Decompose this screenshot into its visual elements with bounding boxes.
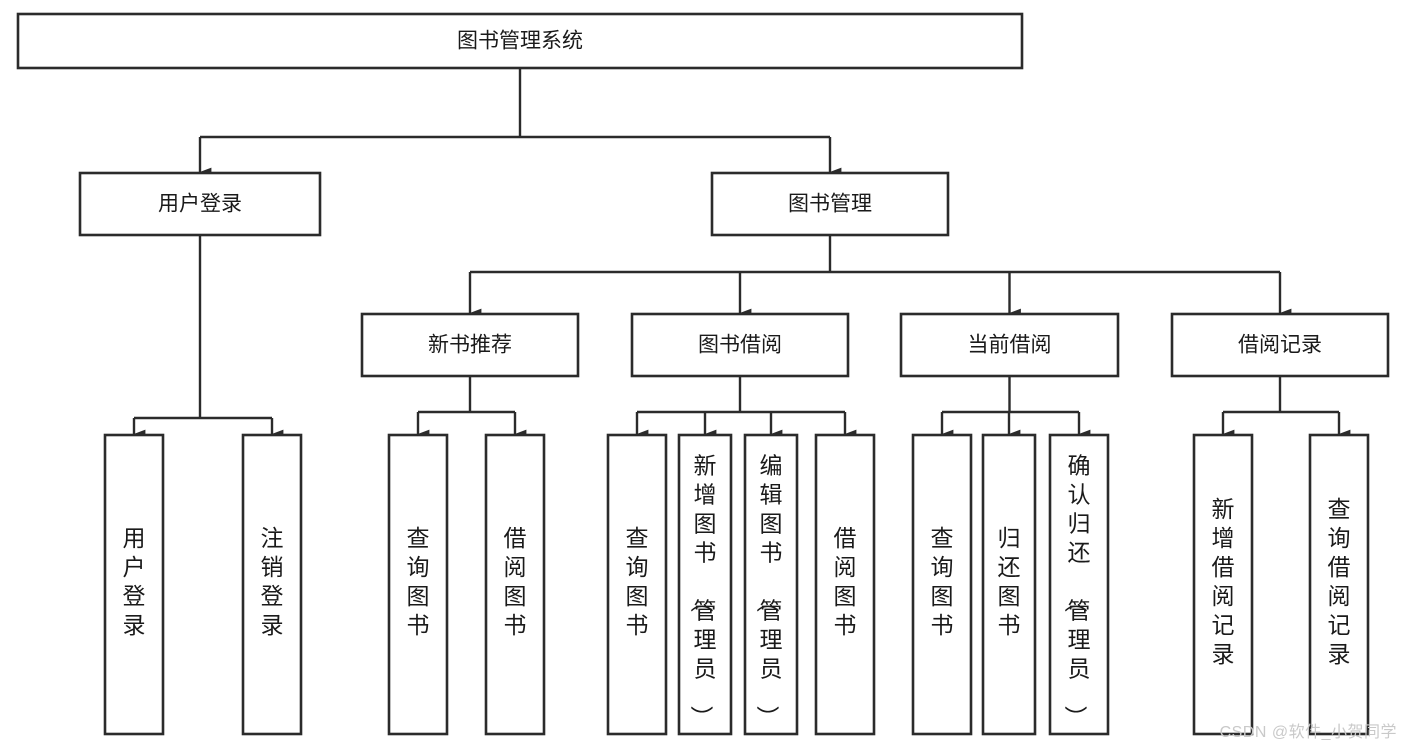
node-leaf-confirm-return-box[interactable]: [1048, 433, 1110, 736]
node-book-borrow[interactable]: 图书借阅: [630, 312, 850, 378]
node-leaf-confirm-return-label: 确认归还（管理员）: [1063, 453, 1091, 729]
node-leaf-query-book-2-box[interactable]: [606, 433, 668, 736]
node-current-borrow-label: 当前借阅: [968, 334, 1052, 357]
node-root-label: 图书管理系统: [457, 30, 583, 53]
node-leaf-query-book-1-box[interactable]: [387, 433, 449, 736]
node-leaf-add-record-box[interactable]: [1192, 433, 1254, 736]
node-leaf-borrow-book-1-label: 借阅图书: [504, 525, 527, 638]
node-new-book-rec[interactable]: 新书推荐: [360, 312, 580, 378]
node-leaf-borrow-book-1-box[interactable]: [484, 433, 546, 736]
node-leaf-add-record[interactable]: 新增借阅记录: [1192, 433, 1254, 736]
node-leaf-query-book-2[interactable]: 查询图书: [606, 433, 668, 736]
node-book-borrow-box[interactable]: [630, 312, 850, 378]
node-borrow-record-label: 借阅记录: [1238, 334, 1322, 357]
node-leaf-borrow-book-2[interactable]: 借阅图书: [814, 433, 876, 736]
node-leaf-edit-book-box[interactable]: [743, 433, 799, 736]
node-leaf-logout-login-label: 注销登录: [261, 525, 284, 638]
node-leaf-edit-book-label: 编辑图书（管理员）: [755, 453, 783, 729]
node-leaf-return-book[interactable]: 归还图书: [981, 433, 1037, 736]
node-leaf-query-record[interactable]: 查询借阅记录: [1308, 433, 1370, 736]
node-new-book-rec-label: 新书推荐: [428, 334, 512, 357]
node-leaf-add-book-label: 新增图书（管理员）: [689, 453, 717, 729]
node-user-login-box[interactable]: [78, 171, 322, 237]
node-leaf-user-login-label: 用户登录: [123, 525, 146, 638]
node-user-login[interactable]: 用户登录: [78, 171, 322, 237]
node-boxes: 图书管理系统用户登录图书管理新书推荐图书借阅当前借阅借阅记录用户登录注销登录查询…: [16, 12, 1390, 736]
node-leaf-query-book-3[interactable]: 查询图书: [911, 433, 973, 736]
node-borrow-record-box[interactable]: [1170, 312, 1390, 378]
node-book-borrow-label: 图书借阅: [698, 334, 782, 357]
node-root-box[interactable]: [16, 12, 1024, 70]
node-current-borrow-box[interactable]: [899, 312, 1120, 378]
node-leaf-query-book-1[interactable]: 查询图书: [387, 433, 449, 736]
node-leaf-query-book-3-label: 查询图书: [931, 525, 954, 638]
node-leaf-add-book-box[interactable]: [677, 433, 733, 736]
node-book-manage-label: 图书管理: [788, 193, 872, 216]
node-leaf-add-record-label: 新增借阅记录: [1212, 496, 1235, 667]
node-leaf-borrow-book-1[interactable]: 借阅图书: [484, 433, 546, 736]
node-leaf-return-book-label: 归还图书: [998, 525, 1021, 638]
node-leaf-edit-book[interactable]: 编辑图书（管理员）: [743, 433, 799, 736]
node-leaf-query-book-1-label: 查询图书: [407, 525, 430, 638]
node-user-login-label: 用户登录: [158, 193, 242, 216]
node-borrow-record[interactable]: 借阅记录: [1170, 312, 1390, 378]
connector-edges: [132, 68, 1351, 439]
node-leaf-return-book-box[interactable]: [981, 433, 1037, 736]
node-book-manage[interactable]: 图书管理: [710, 171, 950, 237]
node-leaf-query-book-3-box[interactable]: [911, 433, 973, 736]
node-leaf-borrow-book-2-box[interactable]: [814, 433, 876, 736]
node-leaf-query-record-label: 查询借阅记录: [1328, 496, 1351, 667]
node-leaf-user-login[interactable]: 用户登录: [103, 433, 165, 736]
node-root[interactable]: 图书管理系统: [16, 12, 1024, 70]
node-leaf-add-book[interactable]: 新增图书（管理员）: [677, 433, 733, 736]
node-leaf-user-login-box[interactable]: [103, 433, 165, 736]
node-new-book-rec-box[interactable]: [360, 312, 580, 378]
node-leaf-logout-login-box[interactable]: [241, 433, 303, 736]
node-leaf-logout-login[interactable]: 注销登录: [241, 433, 303, 736]
node-leaf-borrow-book-2-label: 借阅图书: [834, 525, 857, 638]
node-leaf-confirm-return[interactable]: 确认归还（管理员）: [1048, 433, 1110, 736]
node-leaf-query-record-box[interactable]: [1308, 433, 1370, 736]
node-leaf-query-book-2-label: 查询图书: [626, 525, 649, 638]
node-book-manage-box[interactable]: [710, 171, 950, 237]
node-current-borrow[interactable]: 当前借阅: [899, 312, 1120, 378]
